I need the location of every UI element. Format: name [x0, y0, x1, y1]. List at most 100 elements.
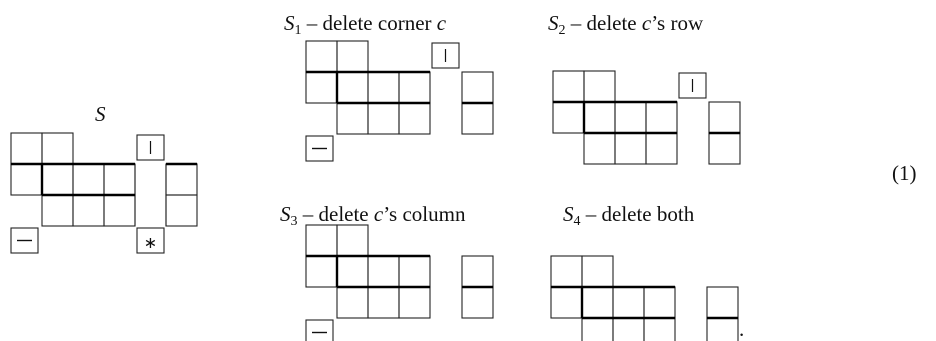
minus-box — [305, 319, 334, 341]
diagram-boundary — [306, 254, 493, 289]
cell — [643, 317, 676, 341]
cell — [706, 317, 739, 341]
cell — [10, 132, 43, 165]
cell — [708, 101, 741, 134]
star-icon: ∗ — [144, 233, 157, 252]
diagram-S3 — [305, 224, 494, 341]
cell — [398, 255, 431, 288]
equation-number: (1) — [892, 161, 917, 185]
cell — [583, 70, 616, 103]
diagram-S4: . — [550, 255, 744, 341]
label-S2-text: – delete — [565, 11, 642, 35]
cell — [645, 101, 678, 134]
period-mark: . — [739, 317, 744, 341]
label-S4-text: – delete both — [580, 202, 695, 226]
label-S3: S3 – delete c’s column — [280, 204, 465, 229]
cell — [336, 71, 369, 104]
label-S: S — [95, 104, 106, 125]
bar-box — [678, 72, 707, 99]
label-S3-sub: 3 — [290, 214, 298, 229]
label-S1-symbol: S — [284, 11, 295, 35]
diagram-boundary — [306, 70, 493, 105]
diagram-S1 — [305, 40, 494, 162]
cell — [581, 317, 614, 341]
cell — [336, 286, 369, 319]
cell — [612, 317, 645, 341]
cell — [398, 102, 431, 135]
cell — [336, 224, 369, 257]
cell — [336, 102, 369, 135]
label-S4-symbol: S — [563, 202, 574, 226]
cell — [305, 224, 338, 257]
label-S2-symbol: S — [548, 11, 559, 35]
cell — [305, 71, 338, 104]
cell — [72, 194, 105, 227]
star-box — [136, 227, 165, 254]
cell — [550, 255, 583, 288]
label-S2: S2 – delete c’s row — [548, 13, 703, 38]
cell — [305, 255, 338, 288]
cell — [10, 163, 43, 196]
cell — [103, 194, 136, 227]
diagram-S: ∗ — [10, 132, 198, 254]
label-S2-tail: ’s row — [651, 11, 704, 35]
cell — [581, 255, 614, 288]
cell — [398, 71, 431, 104]
cell — [367, 102, 400, 135]
label-S1: S1 – delete corner c — [284, 13, 446, 38]
cell — [550, 286, 583, 319]
cell — [367, 286, 400, 319]
cell — [41, 194, 74, 227]
label-S4-sub: 4 — [573, 214, 581, 229]
diagram-boundary — [551, 285, 738, 320]
cell — [305, 40, 338, 73]
cell — [72, 163, 105, 196]
cell — [398, 286, 431, 319]
cell — [708, 132, 741, 165]
label-S4: S4 – delete both — [563, 204, 694, 229]
cell — [612, 286, 645, 319]
cell — [552, 101, 585, 134]
diagram-boundary — [553, 100, 740, 135]
label-S3-symbol: S — [280, 202, 291, 226]
cell — [461, 286, 494, 319]
cell — [336, 40, 369, 73]
diagram-boundary — [11, 162, 197, 197]
cell — [367, 71, 400, 104]
minus-box — [10, 227, 39, 254]
cell — [367, 255, 400, 288]
label-S1-text: – delete corner — [301, 11, 437, 35]
bar-box — [431, 42, 460, 69]
diagram-S2 — [552, 70, 741, 165]
label-S-symbol: S — [95, 102, 106, 126]
label-S3-text: – delete — [297, 202, 374, 226]
cell — [165, 163, 198, 196]
cell — [461, 71, 494, 104]
cell — [165, 194, 198, 227]
cell — [643, 286, 676, 319]
label-S1-var: c — [436, 11, 447, 35]
cell — [706, 286, 739, 319]
cell — [41, 163, 74, 196]
cell — [461, 255, 494, 288]
label-S2-sub: 2 — [558, 23, 566, 38]
cell — [103, 163, 136, 196]
label-S2-var: c — [641, 11, 652, 35]
cell — [552, 70, 585, 103]
cell — [645, 132, 678, 165]
cell — [583, 132, 616, 165]
label-S3-tail: ’s column — [383, 202, 466, 226]
cell — [614, 101, 647, 134]
label-S1-sub: 1 — [294, 23, 302, 38]
cell — [583, 101, 616, 134]
minus-box — [305, 135, 334, 162]
cell — [41, 132, 74, 165]
cell — [614, 132, 647, 165]
cell — [336, 255, 369, 288]
cell — [461, 102, 494, 135]
bar-box — [136, 134, 165, 161]
label-S3-var: c — [373, 202, 384, 226]
cell — [581, 286, 614, 319]
